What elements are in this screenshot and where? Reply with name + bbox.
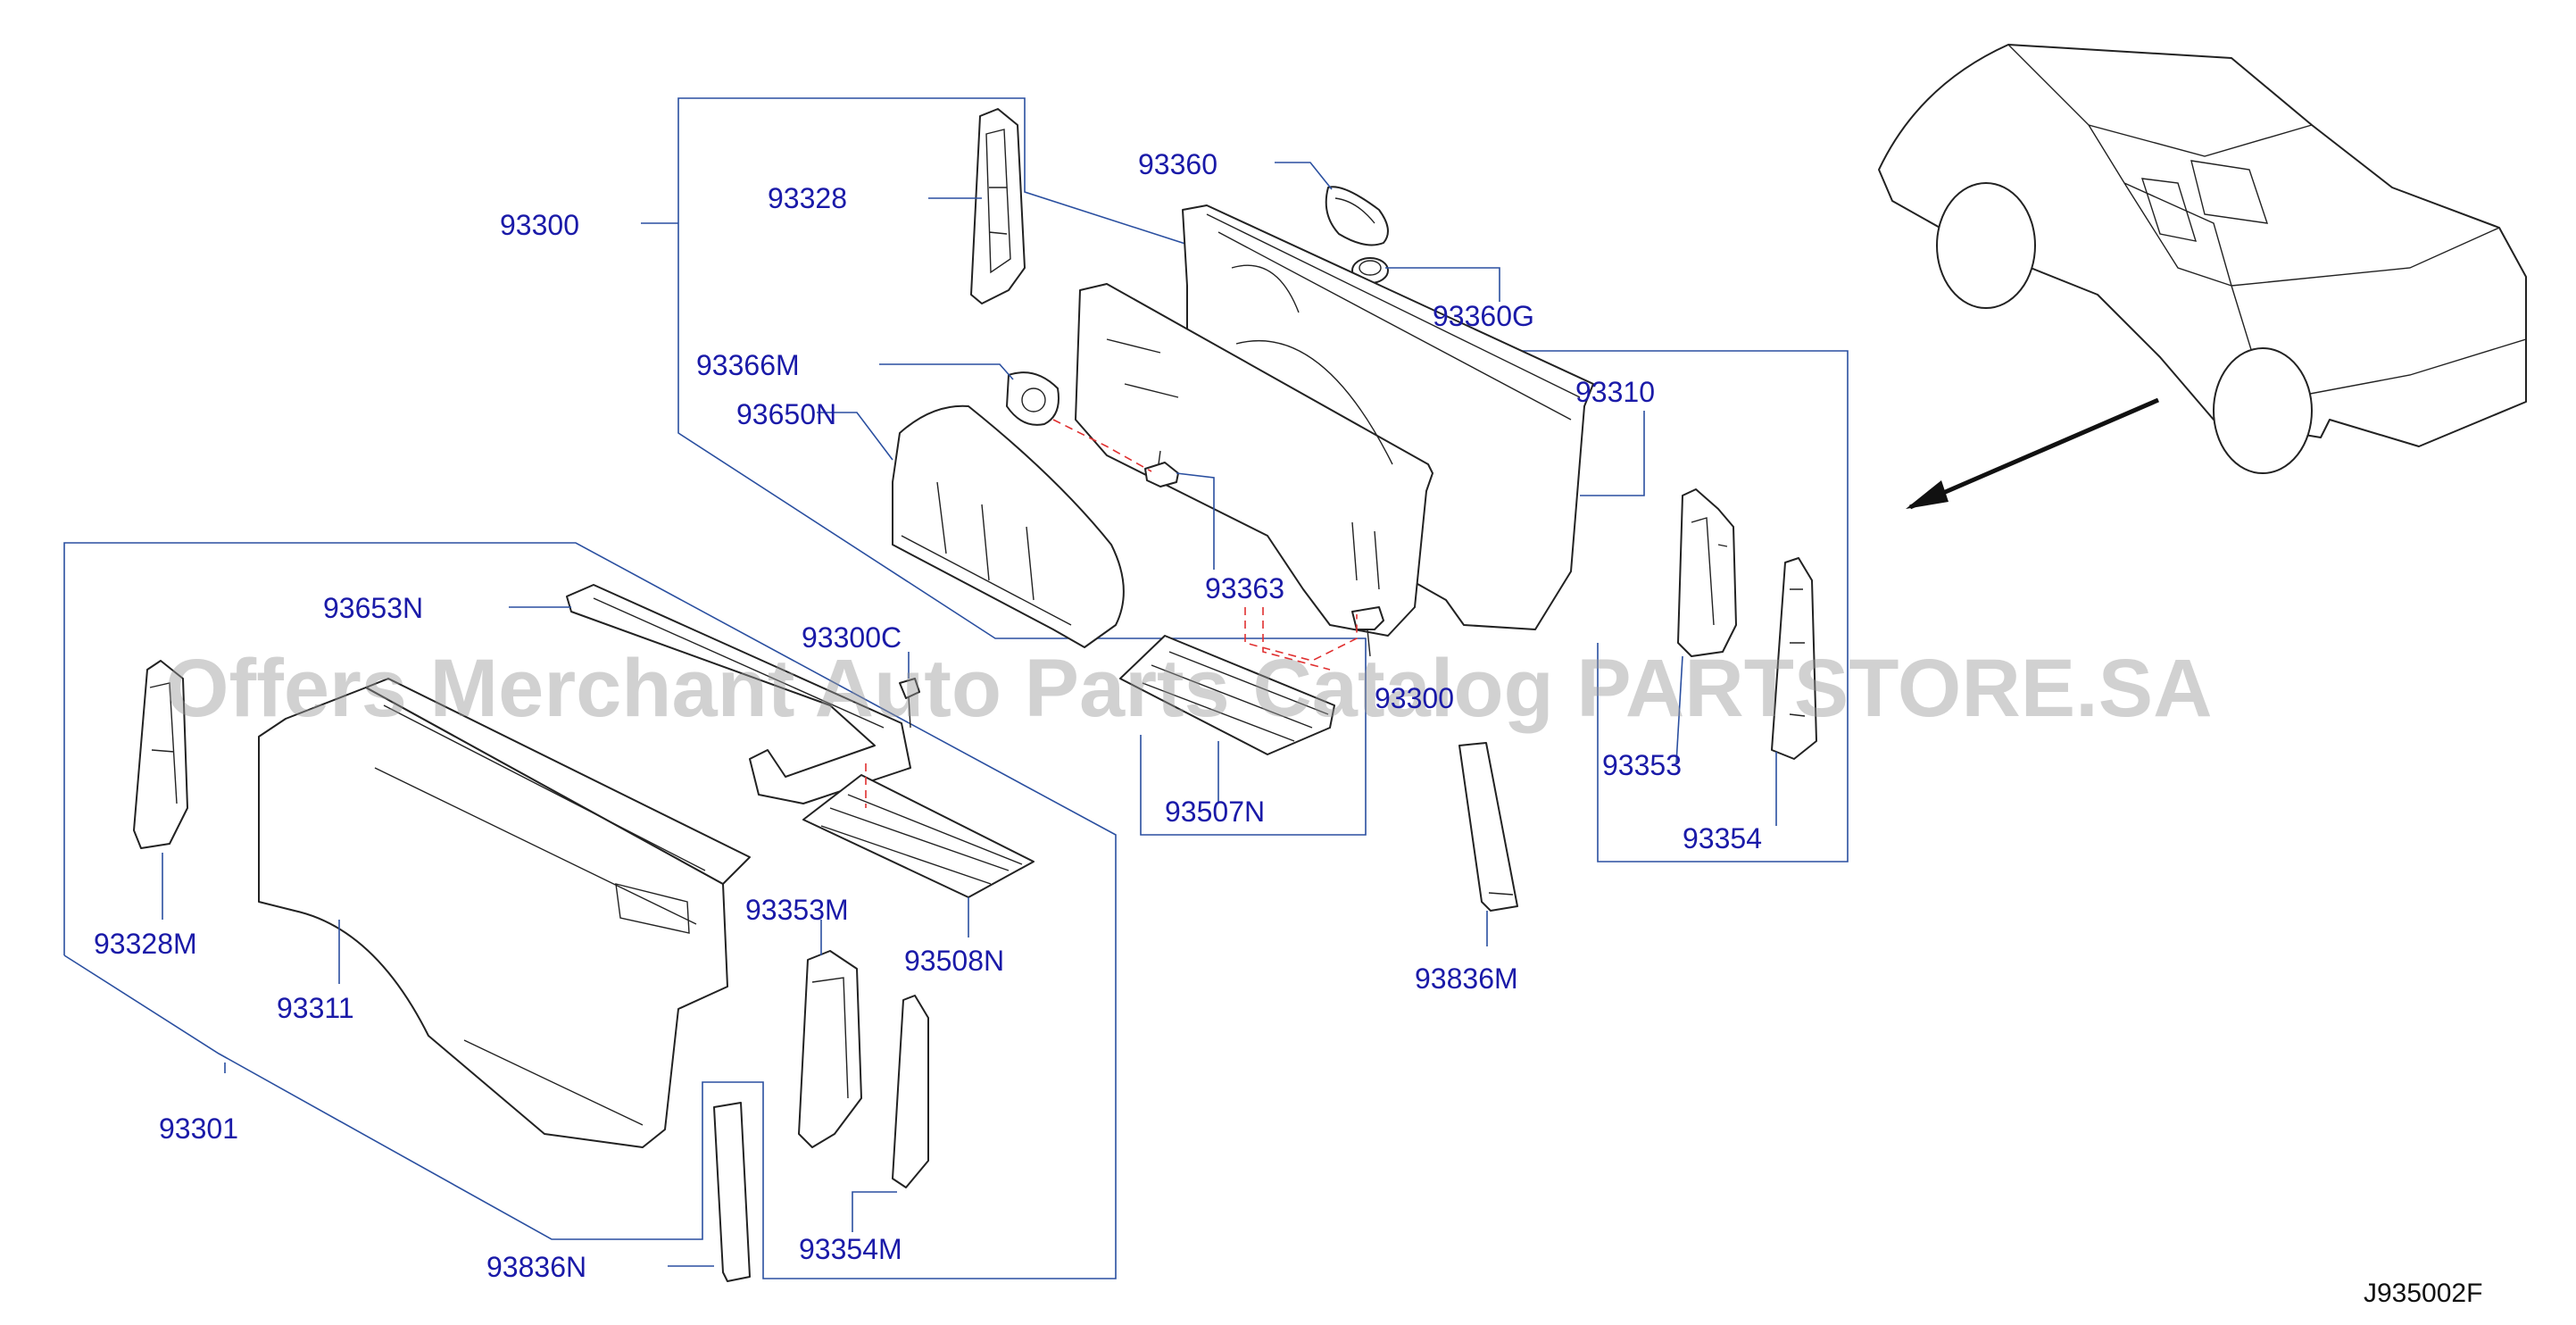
label-93328M[interactable]: 93328M <box>94 928 197 960</box>
label-93353M[interactable]: 93353M <box>745 894 849 926</box>
part-93508N-floor-panel <box>802 774 1035 898</box>
lower-assembly-bracket <box>63 542 1117 1279</box>
label-93311[interactable]: 93311 <box>277 992 354 1024</box>
part-93328-inner-panel <box>970 108 1026 304</box>
label-93328[interactable]: 93328 <box>768 182 847 214</box>
part-93507N-floor-panel <box>1119 635 1335 755</box>
part-93836N-stay <box>713 1102 751 1282</box>
label-93354M[interactable]: 93354M <box>799 1233 902 1265</box>
dashed-assembly-lines <box>865 419 1358 808</box>
label-93301[interactable]: 93301 <box>159 1112 238 1145</box>
label-93507N[interactable]: 93507N <box>1165 796 1265 828</box>
label-93354[interactable]: 93354 <box>1683 822 1762 854</box>
watermark-text: Offers Merchant Auto Parts Catalog PARTS… <box>165 643 2213 734</box>
part-93360-lamp-housing <box>1325 186 1389 246</box>
label-93836N[interactable]: 93836N <box>486 1251 586 1283</box>
part-93363-clip <box>1144 450 1179 488</box>
part-93354-stay <box>1771 557 1817 760</box>
part-93328M-inner-panel <box>133 660 188 849</box>
part-93353-bracket <box>1677 488 1737 657</box>
part-93300C-screw <box>899 678 920 729</box>
part-labels: 93300 93328 93360 93360G 93366M 93650N 9… <box>94 148 1762 1283</box>
label-93508N[interactable]: 93508N <box>904 945 1004 977</box>
part-93354M-stay <box>892 995 929 1188</box>
part-93653N-rail <box>566 584 911 804</box>
label-93360[interactable]: 93360 <box>1138 148 1217 180</box>
part-93300-screw-right <box>1351 606 1384 657</box>
label-93300C[interactable]: 93300C <box>802 621 902 654</box>
part-93366M-lamp-socket <box>1006 371 1059 426</box>
label-93300-screw[interactable]: 93300 <box>1375 682 1454 714</box>
part-93311-fender-panel <box>258 678 751 1148</box>
label-93653N[interactable]: 93653N <box>323 592 423 624</box>
part-93836M-stay <box>1458 742 1518 912</box>
label-93353[interactable]: 93353 <box>1602 749 1682 781</box>
label-93300[interactable]: 93300 <box>500 209 579 241</box>
label-93310[interactable]: 93310 <box>1575 376 1655 408</box>
part-93650N-wheel-house <box>892 404 1125 648</box>
vehicle-locator-icon <box>1878 44 2527 474</box>
part-93353M-bracket <box>798 950 862 1148</box>
direction-arrow-icon <box>1906 397 2159 510</box>
diagram-code: J935002F <box>2364 1279 2482 1308</box>
leader-lines <box>162 162 1777 1267</box>
label-93650N[interactable]: 93650N <box>736 398 836 430</box>
label-93836M[interactable]: 93836M <box>1415 962 1518 995</box>
label-93366M[interactable]: 93366M <box>696 349 800 381</box>
label-93363[interactable]: 93363 <box>1205 572 1284 604</box>
label-93360G[interactable]: 93360G <box>1433 300 1534 332</box>
